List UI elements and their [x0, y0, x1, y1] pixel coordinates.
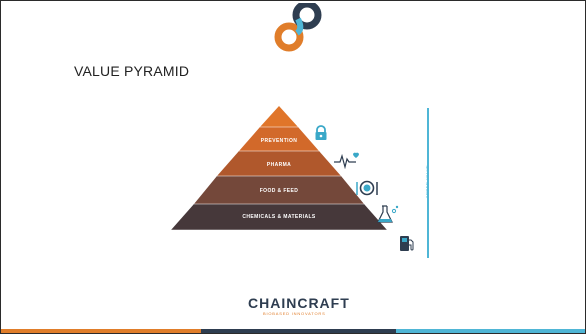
- footer-bar-orange: [1, 329, 201, 333]
- heartbeat-icon: [334, 152, 359, 169]
- pyramid-layer-chemicals-materials: [194, 176, 364, 204]
- fuel-pump-icon: [400, 236, 414, 251]
- added-value-axis: [427, 108, 429, 258]
- brand-tagline: BIOBASED INNOVATORS: [263, 311, 326, 316]
- pyramid-layer-prevention: [260, 106, 298, 127]
- footer-bar-navy: [201, 329, 396, 333]
- plate-cutlery-icon: [356, 180, 378, 196]
- pyramid-layer-food-feed: [217, 151, 341, 176]
- value-pyramid: [171, 106, 387, 231]
- layer-label-pharma: PHARMA: [266, 162, 292, 168]
- brand-name: CHAINCRAFT: [248, 295, 350, 311]
- pyramid-layer-pharma: [239, 127, 319, 151]
- lock-icon: [315, 125, 327, 140]
- added-value-axis-label: ADDED VALUE: [424, 164, 430, 199]
- flask-icon: [377, 205, 399, 223]
- pyramid-layer-minerals-energy: [171, 204, 387, 230]
- layer-label-food-feed: FOOD & FEED: [259, 188, 299, 194]
- layer-label-minerals-energy: MINERALS & ENERGY: [248, 241, 310, 247]
- footer-bar-blue: [396, 329, 585, 333]
- layer-label-chemicals-materials: CHEMICALS & MATERIALS: [242, 214, 316, 220]
- slide-title: VALUE PYRAMID: [74, 63, 190, 79]
- chaincraft-logo-mark: [274, 3, 322, 52]
- layer-label-prevention: PREVENTION: [260, 138, 298, 144]
